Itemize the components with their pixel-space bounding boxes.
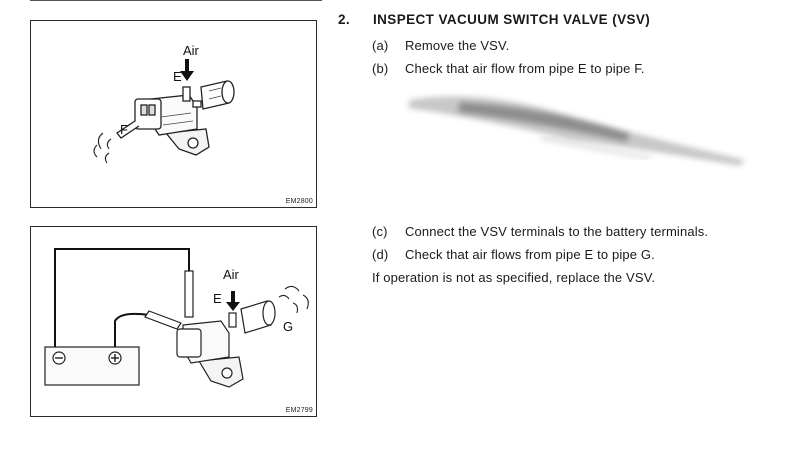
step-text: Check that air flows from pipe E to pipe… — [405, 247, 655, 262]
section-title: INSPECT VACUUM SWITCH VALVE (VSV) — [373, 12, 651, 27]
step-d: (d) Check that air flows from pipe E to p… — [372, 247, 655, 262]
air-label: Air — [183, 43, 199, 58]
step-a: (a) Remove the VSV. — [372, 38, 509, 53]
step-marker: (c) — [372, 224, 388, 239]
figure-code: EM2799 — [285, 407, 313, 414]
figure-vsv-e-to-f: Air E F EM2800 — [30, 20, 317, 208]
step-b: (b) Check that air flow from pipe E to pi… — [372, 61, 645, 76]
section-heading: 2. INSPECT VACUUM SWITCH VALVE (VSV) — [338, 12, 650, 27]
top-rule — [30, 0, 322, 1]
figure-vsv-e-to-g: Air E G EM2799 — [30, 226, 317, 417]
pipe-e-label: E — [173, 69, 182, 84]
scan-smudge — [408, 96, 745, 166]
step-marker: (b) — [372, 61, 389, 76]
air-label: Air — [223, 267, 239, 282]
air-arrow-icon — [226, 291, 240, 311]
vsv-illustration-2 — [44, 248, 309, 388]
step-marker: (a) — [372, 38, 389, 53]
section-number: 2. — [338, 12, 351, 27]
step-text: Remove the VSV. — [405, 38, 510, 53]
pipe-e-label: E — [213, 291, 222, 306]
figure-code: EM2800 — [285, 198, 313, 205]
air-arrow-icon — [180, 59, 194, 81]
vsv-illustration-1 — [93, 59, 235, 164]
pipe-f-label: F — [120, 122, 128, 137]
closing-note: If operation is not as specified, replac… — [372, 270, 656, 285]
air-puff-icon — [93, 132, 112, 164]
step-c: (c) Connect the VSV terminals to the batt… — [372, 224, 708, 239]
step-marker: (d) — [372, 247, 389, 262]
air-puff-icon — [278, 285, 309, 314]
step-text: Connect the VSV terminals to the battery… — [405, 224, 709, 239]
step-text: Check that air flow from pipe E to pipe … — [405, 61, 645, 76]
pipe-g-label: G — [283, 319, 294, 334]
